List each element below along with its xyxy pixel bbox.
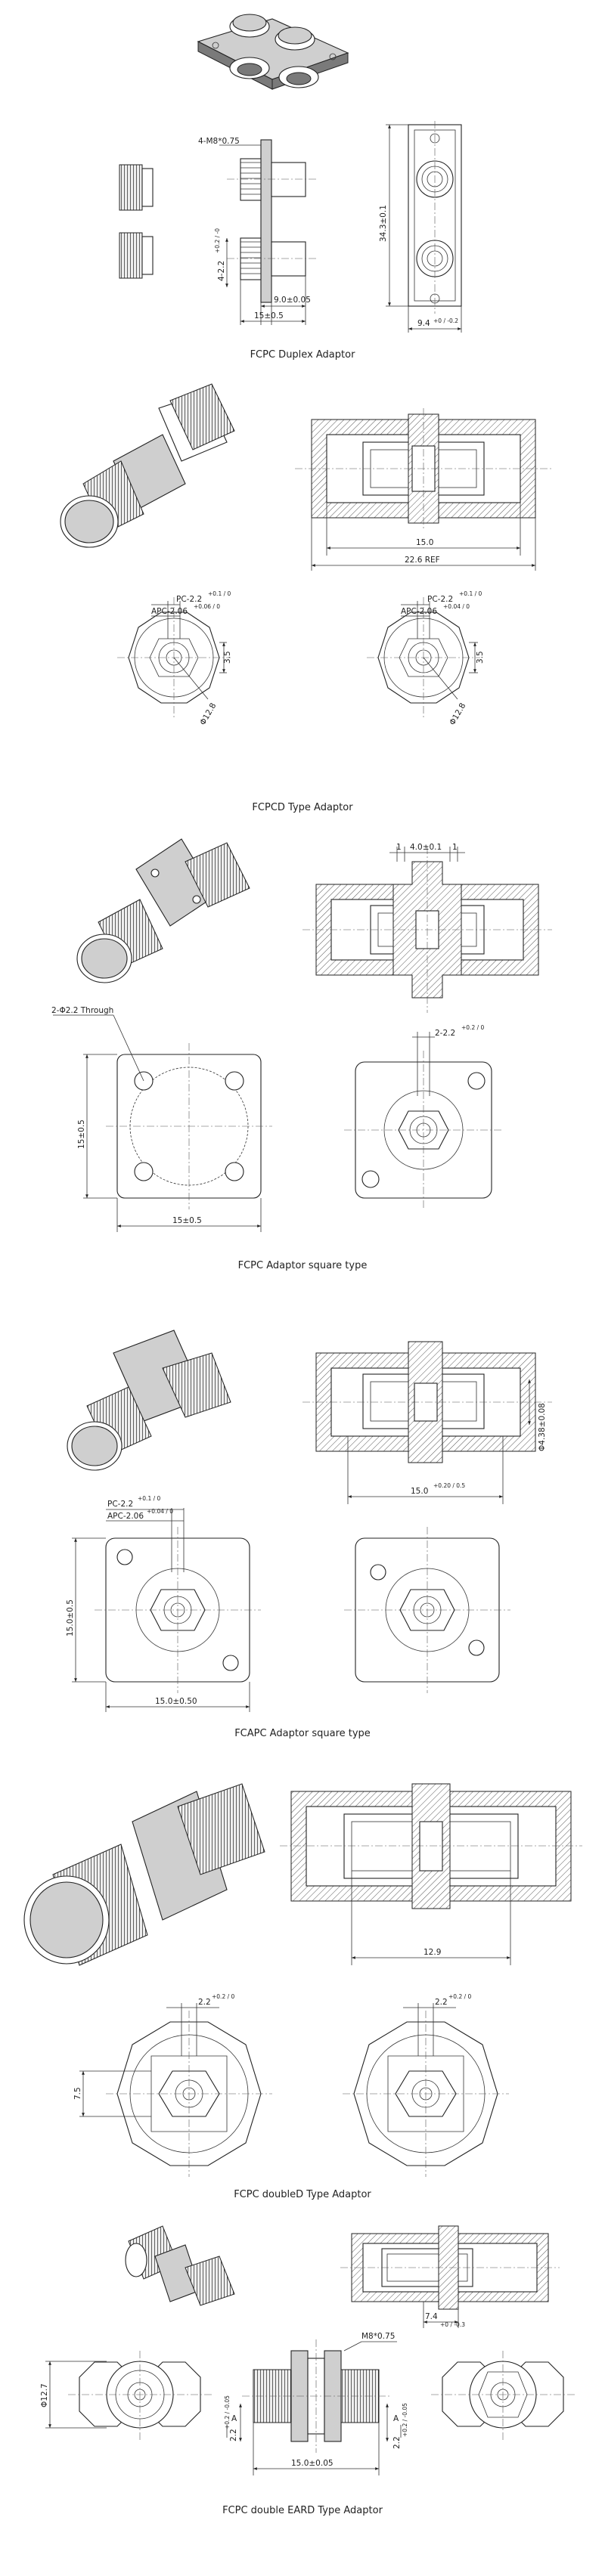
dim-slot: 2-2.2	[435, 1029, 455, 1038]
eard-side-view: M8*0.75 A A 2.2 +0.2 / -0.05 2.2 +0.2 / …	[224, 2332, 408, 2475]
dim-height: 34.3±0.1	[379, 205, 388, 242]
duplex-side-view: 4-M8*0.75 9.0±0.05 15±0.5 4-2.2 +0.2 / -…	[198, 137, 318, 325]
dim-flat-right: 3.5	[476, 651, 485, 664]
dim-slot-left: 2.2	[198, 1998, 211, 2007]
doubled-front-left: 2.2 +0.2 / 0 7.5	[73, 1993, 272, 2177]
fcapc-front-right	[344, 1527, 510, 1693]
dust-caps	[119, 164, 154, 279]
dim-pc-right-tol: +0.1 / 0	[459, 590, 482, 597]
fcpcd-front-left: PC-2.2 +0.1 / 0 APC-2.06 +0.06 / 0 3.5 Φ…	[117, 590, 232, 727]
dim-core-left: 1	[396, 843, 402, 852]
dim-pc-left: PC-2.2	[176, 595, 202, 604]
dim-slot-right: 2.2	[435, 1998, 448, 2007]
dim-dia-right: Φ12.8	[448, 701, 467, 726]
dim-depth-tol: +0 / -0.3	[440, 2321, 465, 2328]
dim-core-mid: 4.0±0.1	[410, 843, 442, 852]
dim-bottom: 15±0.5	[172, 1216, 202, 1225]
dim-apc-right-tol: +0.04 / 0	[443, 603, 470, 610]
dim-left-slot-tol: +0.2 / -0.05	[224, 2395, 231, 2429]
dim-inner-tol: +0.20 / 0.5	[433, 1482, 465, 1489]
fcapc-section-view: 15.0 +0.20 / 0.5 Φ4.38±0.08	[302, 1341, 552, 1504]
dim-ref: 22.6 REF	[405, 556, 440, 565]
dim-pc-right: PC-2.2	[427, 595, 453, 604]
square-3d-view	[76, 838, 250, 983]
dim-inner: 15.0	[411, 1487, 428, 1496]
section-fcpc-duplex: 4-M8*0.75 9.0±0.05 15±0.5 4-2.2 +0.2 / -…	[119, 14, 462, 361]
dim-hole-tol: +0.2 / -0	[214, 228, 221, 253]
dim-pc-left-tol: +0.1 / 0	[208, 590, 231, 597]
dim-apc-right: APC-2.06	[401, 607, 437, 616]
dim-apc-left: APC-2.06	[151, 607, 188, 616]
square-front-left: 2-Φ2.2 Through 15±0.5 15±0.5	[51, 1006, 272, 1232]
dim-dia-left: Φ12.8	[198, 701, 218, 726]
dim-pc-tol: +0.1 / 0	[138, 1495, 161, 1502]
caption: FCPCD Type Adaptor	[252, 802, 353, 813]
section-fcpc-square: 1 4.0±0.1 1 2-Φ2.2 Through 15±0.5 15±0.5	[51, 838, 552, 1271]
dim-side: 15.0±0.5	[66, 1599, 75, 1636]
dim-inner: 12.9	[424, 1948, 441, 1957]
eard-front-right	[431, 2351, 575, 2441]
dim-dia: Φ12.7	[40, 2383, 49, 2407]
dim-body: 9.0±0.05	[274, 296, 311, 305]
dim-depth-tol: +0 / -0.2	[433, 317, 458, 324]
dim-apc-left-tol: +0.06 / 0	[194, 603, 220, 610]
dim-apc: APC-2.06	[107, 1512, 144, 1521]
dim-left-slot: 2.2	[229, 2429, 238, 2441]
fcapc-3d-view	[67, 1330, 231, 1471]
square-front-right: 2-2.2 +0.2 / 0	[344, 1024, 503, 1209]
doubled-section-view: 12.9	[280, 1783, 582, 1965]
section-fcpc-double-eard: 7.4 +0 / -0.3 Φ12.7 M8*0.75	[40, 2225, 575, 2516]
dim-apc-tol: +0.04 / 0	[147, 1508, 173, 1515]
dim-inner: 15.0	[416, 538, 433, 547]
dim-hole: 4-2.2	[217, 261, 226, 281]
dim-pc: PC-2.2	[107, 1500, 133, 1509]
doubled-front-right: 2.2 +0.2 / 0	[343, 1993, 509, 2177]
caption: FCPC Adaptor square type	[238, 1260, 368, 1271]
dim-side: 15±0.5	[77, 1119, 86, 1149]
eard-3d-view	[125, 2225, 235, 2306]
section-fcpcd-type: 15.0 22.6 REF PC-2.2 +0.1 / 0 APC-2.06 +…	[60, 383, 552, 813]
label-section-a-left: A	[231, 2414, 237, 2423]
dim-flat-left: 3.5	[223, 651, 232, 664]
dim-depth: 9.4	[417, 319, 430, 328]
dim-dia: Φ4.38±0.08	[538, 1403, 547, 1451]
caption: FCPC Duplex Adaptor	[250, 349, 355, 361]
eard-section-view: 7.4 +0 / -0.3	[340, 2225, 560, 2328]
dim-thread: 4-M8*0.75	[198, 137, 240, 146]
dim-slot-left-tol: +0.2 / 0	[212, 1993, 235, 2000]
eard-front-left: Φ12.7	[40, 2351, 212, 2441]
dim-right-slot: 2.2	[392, 2436, 402, 2449]
square-section-view: 1 4.0±0.1 1	[302, 843, 552, 1013]
dim-depth: 7.4	[425, 2312, 438, 2321]
section-fcapc-square: 15.0 +0.20 / 0.5 Φ4.38±0.08 PC-2.2 +0.1 …	[66, 1330, 552, 1739]
doubled-3d-view	[23, 1783, 265, 1966]
dim-width: 15±0.5	[254, 311, 284, 320]
label-section-a-right: A	[393, 2414, 399, 2423]
dim-core-right: 1	[452, 843, 458, 852]
dim-through: 2-Φ2.2 Through	[51, 1006, 113, 1015]
caption: FCPC doubleD Type Adaptor	[234, 2189, 371, 2200]
caption: FCPC double EARD Type Adaptor	[222, 2505, 383, 2516]
dim-thread: M8*0.75	[361, 2332, 395, 2341]
dim-slot-right-tol: +0.2 / 0	[448, 1993, 472, 2000]
caption: FCAPC Adaptor square type	[234, 1728, 371, 1739]
dim-bottom: 15.0±0.05	[291, 2459, 334, 2468]
dim-bottom: 15.0±0.50	[155, 1697, 197, 1706]
fcpcd-front-right: PC-2.2 +0.1 / 0 APC-2.06 +0.04 / 0 3.5 Φ…	[367, 590, 485, 727]
duplex-3d-view	[197, 14, 349, 90]
dim-flat: 7.5	[73, 2087, 82, 2100]
dim-right-slot-tol: +0.2 / -0.05	[402, 2403, 408, 2437]
section-fcpc-doubled: 12.9 2.2 +0.2 / 0 7.5	[23, 1783, 582, 2200]
fcpcd-section-view: 15.0 22.6 REF	[295, 408, 552, 571]
fcapc-front-left: PC-2.2 +0.1 / 0 APC-2.06 +0.04 / 0 15.0±…	[66, 1495, 261, 1712]
fcpcd-3d-view	[60, 383, 235, 548]
duplex-front-view: 34.3±0.1 9.4 +0 / -0.2	[379, 121, 462, 333]
dim-slot-tol: +0.2 / 0	[461, 1024, 485, 1031]
